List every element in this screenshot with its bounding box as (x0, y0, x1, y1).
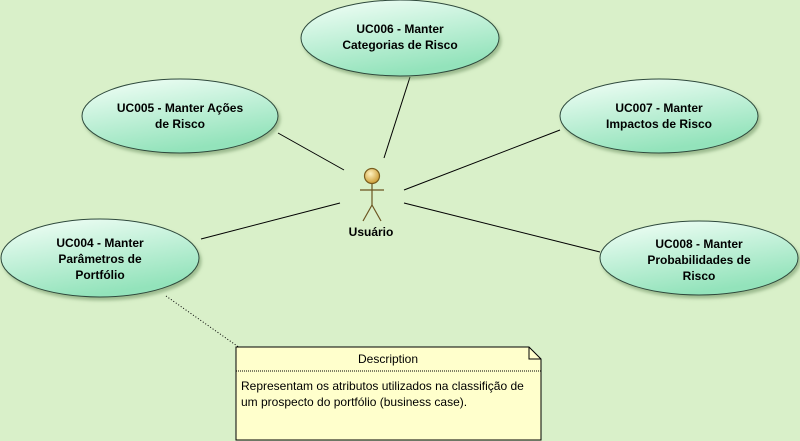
use-case-uc005-label-line1: UC005 - Manter Ações (117, 101, 244, 115)
use-case-uc004-label-line3: Portfólio (75, 268, 124, 282)
use-case-uc005-label-line2: de Risco (155, 117, 205, 131)
use-case-uc007[interactable]: UC007 - Manter Impactos de Risco (559, 78, 759, 154)
use-case-uc007-label-line1: UC007 - Manter (615, 101, 703, 115)
use-case-uc006-label-line1: UC006 - Manter (356, 22, 444, 36)
actor-label: Usuário (349, 225, 394, 239)
use-case-uc008[interactable]: UC008 - Manter Probabilidades de Risco (599, 220, 799, 296)
use-case-uc006[interactable]: UC006 - Manter Categorias de Risco (300, 0, 500, 77)
note-body: Representam os atributos utilizados na c… (241, 379, 524, 409)
association-uc006 (383, 76, 411, 159)
use-case-uc008-label-line1: UC008 - Manter (655, 237, 743, 251)
association-uc007 (403, 129, 561, 191)
use-case-uc006-label-line2: Categorias de Risco (342, 38, 457, 52)
use-case-uc004[interactable]: UC004 - Manter Parâmetros de Portfólio (0, 218, 200, 298)
use-case-uc004-label-line1: UC004 - Manter (56, 236, 144, 250)
association-uc005 (277, 132, 345, 171)
use-case-uc007-label-line2: Impactos de Risco (606, 117, 712, 131)
association-uc008 (403, 202, 601, 253)
actor-stick-figure-icon (360, 167, 384, 222)
use-case-uc004-label-line2: Parâmetros de (58, 252, 142, 266)
use-case-uc008-label-line2: Probabilidades de (647, 253, 751, 267)
actor-usuario[interactable]: Usuário (349, 167, 394, 240)
use-case-uc005[interactable]: UC005 - Manter Ações de Risco (81, 78, 279, 154)
description-note[interactable]: Description (235, 346, 542, 441)
use-case-uc008-label-line3: Risco (683, 269, 716, 283)
association-uc004 (200, 202, 341, 240)
note-anchor (165, 295, 241, 349)
note-title: Description (358, 352, 418, 366)
